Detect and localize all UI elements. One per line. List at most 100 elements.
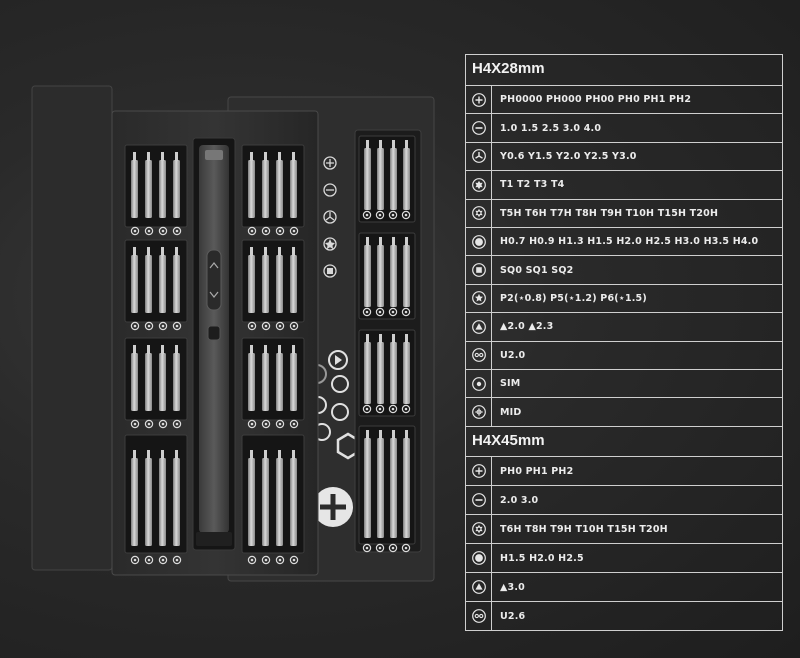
marker-icon: [275, 321, 285, 331]
marker-icon: [261, 226, 271, 236]
bit-tip: [292, 152, 295, 161]
marker-icon: [401, 307, 411, 317]
bit: [145, 160, 152, 218]
bit-tip: [392, 237, 395, 246]
spec-text: U2.0: [500, 349, 526, 361]
lid-embossed-icons: [323, 156, 337, 278]
marker-icon: [158, 419, 168, 429]
bit: [377, 245, 384, 307]
marker-icon: [158, 321, 168, 331]
bit: [131, 255, 138, 313]
bit: [377, 148, 384, 210]
bit-tip: [147, 450, 150, 459]
bit-tip: [147, 152, 150, 161]
bit: [248, 353, 255, 411]
marker-icon: [362, 307, 372, 317]
bit: [403, 342, 410, 404]
spec-row: 1.0 1.5 2.5 3.0 4.0: [466, 113, 782, 142]
slot-icon: [466, 114, 492, 142]
marker-icon: [388, 210, 398, 220]
marker-icon: [172, 419, 182, 429]
torx-hole-icon: [466, 515, 492, 543]
spec-row: MID: [466, 397, 782, 426]
bit-tip: [175, 345, 178, 354]
triangle-icon: [466, 573, 492, 601]
bit: [173, 255, 180, 313]
marker-dot: [292, 324, 296, 328]
marker-dot: [378, 213, 382, 217]
marker-dot: [161, 558, 165, 562]
hex-icon: [466, 544, 492, 572]
bit-tip: [379, 334, 382, 343]
marker-icon: [289, 555, 299, 565]
bit-tip: [264, 345, 267, 354]
bit-tip: [278, 152, 281, 161]
square-icon: [466, 256, 492, 284]
marker-dot: [404, 310, 408, 314]
marker-icon: [388, 307, 398, 317]
spec-row: T6H T8H T9H T10H T15H T20H: [466, 514, 782, 543]
bit: [145, 353, 152, 411]
marker-icon: [401, 210, 411, 220]
bit-tip: [292, 247, 295, 256]
bit-tip: [175, 450, 178, 459]
hex-icon: [466, 228, 492, 256]
spec-row: ▲3.0: [466, 572, 782, 601]
torx-icon: [466, 171, 492, 199]
spec-text: P2(⋆0.8) P5(⋆1.2) P6(⋆1.5): [500, 292, 647, 304]
marker-dot: [264, 324, 268, 328]
bit: [248, 255, 255, 313]
marker-icon: [261, 555, 271, 565]
section-title: H4X28mm: [472, 60, 545, 77]
bit-tip: [250, 152, 253, 161]
bit-tip: [161, 247, 164, 256]
bit-wells: [124, 135, 416, 554]
marker-dot: [264, 229, 268, 233]
marker-dot: [292, 229, 296, 233]
bit: [390, 342, 397, 404]
marker-icon: [289, 419, 299, 429]
bit-tip: [133, 345, 136, 354]
marker-dot: [175, 324, 179, 328]
spec-row: PH0 PH1 PH2: [466, 456, 782, 485]
bit: [262, 458, 269, 546]
bit-tip: [133, 152, 136, 161]
spec-row: T5H T6H T7H T8H T9H T10H T15H T20H: [466, 198, 782, 227]
bit: [173, 458, 180, 546]
bit-tip: [278, 450, 281, 459]
bit: [290, 255, 297, 313]
bit-tip: [366, 140, 369, 149]
spec-text: MID: [500, 406, 522, 418]
marker-dot: [391, 546, 395, 550]
marker-icon: [275, 419, 285, 429]
marker-dot: [365, 407, 369, 411]
bit-tip: [379, 237, 382, 246]
bit-tip: [278, 345, 281, 354]
screwdriver-kit-image: [31, 85, 435, 582]
marker-dot: [404, 213, 408, 217]
marker-icon: [289, 226, 299, 236]
marker-dot: [292, 558, 296, 562]
bit: [290, 160, 297, 218]
bit: [262, 160, 269, 218]
marker-dot: [278, 558, 282, 562]
marker-dot: [133, 558, 137, 562]
spec-text: H0.7 H0.9 H1.3 H1.5 H2.0 H2.5 H3.0 H3.5 …: [500, 236, 759, 248]
u-type-icon: [466, 341, 492, 369]
marker-dot: [404, 546, 408, 550]
bit: [131, 160, 138, 218]
bit-tip: [250, 450, 253, 459]
marker-dot: [175, 558, 179, 562]
marker-dot: [175, 229, 179, 233]
bit: [377, 438, 384, 538]
marker-dot: [161, 229, 165, 233]
spec-text: SIM: [500, 378, 521, 390]
bit-tip: [405, 237, 408, 246]
marker-icon: [144, 419, 154, 429]
marker-dot: [278, 422, 282, 426]
bit-tip: [405, 430, 408, 439]
bit: [262, 255, 269, 313]
bit-tip: [366, 334, 369, 343]
bit: [145, 458, 152, 546]
